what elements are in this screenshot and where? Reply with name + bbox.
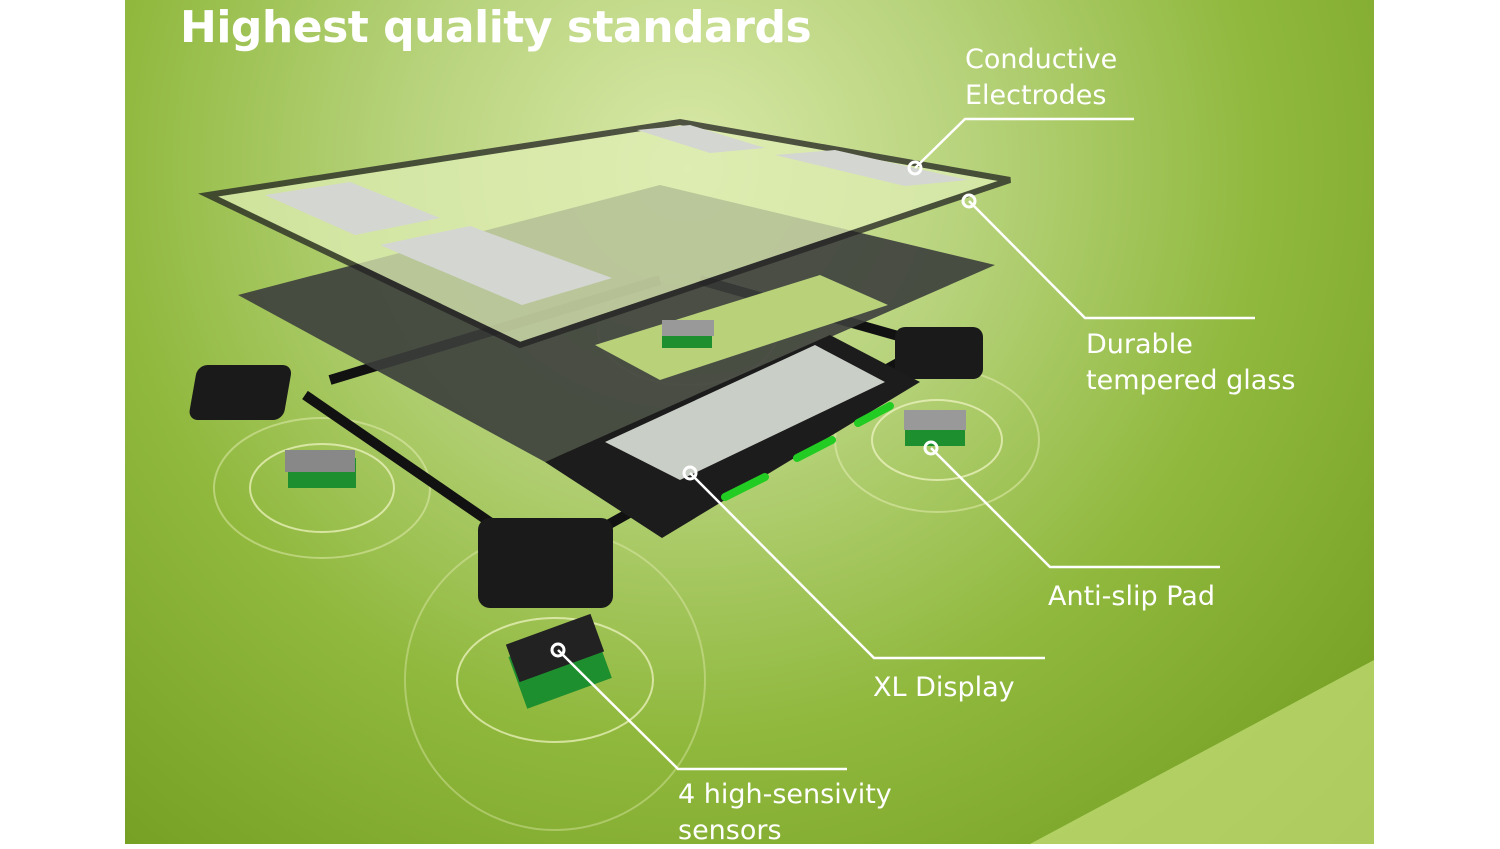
callout-text: Electrodes [965,80,1107,111]
callout-glass: Durable tempered glass [1086,327,1295,399]
callout-dots [550,160,977,658]
callout-antislip: Anti-slip Pad [1048,579,1215,615]
page-title: Highest quality standards [180,2,812,53]
electrodes [265,125,968,305]
glass-platform [197,118,1011,349]
layer-cutout [595,275,888,380]
callout-text: sensors [678,815,782,846]
callout-text: XL Display [873,672,1015,703]
callout-text: Conductive [965,44,1118,75]
callout-sensors: 4 high-sensivity sensors [678,777,892,849]
callout-text: Anti-slip Pad [1048,581,1215,612]
callout-display: XL Display [873,670,1015,706]
callout-text: tempered glass [1086,365,1296,396]
sensor-modules [285,320,966,709]
callout-text: Durable [1086,329,1193,360]
lcd-screen [605,345,885,480]
decorative-swoosh [1030,660,1374,844]
led-indicators [721,402,894,501]
callout-lines [557,117,1255,771]
callout-electrodes: Conductive Electrodes [965,42,1117,114]
callout-text: 4 high-sensivity [678,779,892,810]
feet [189,327,983,608]
